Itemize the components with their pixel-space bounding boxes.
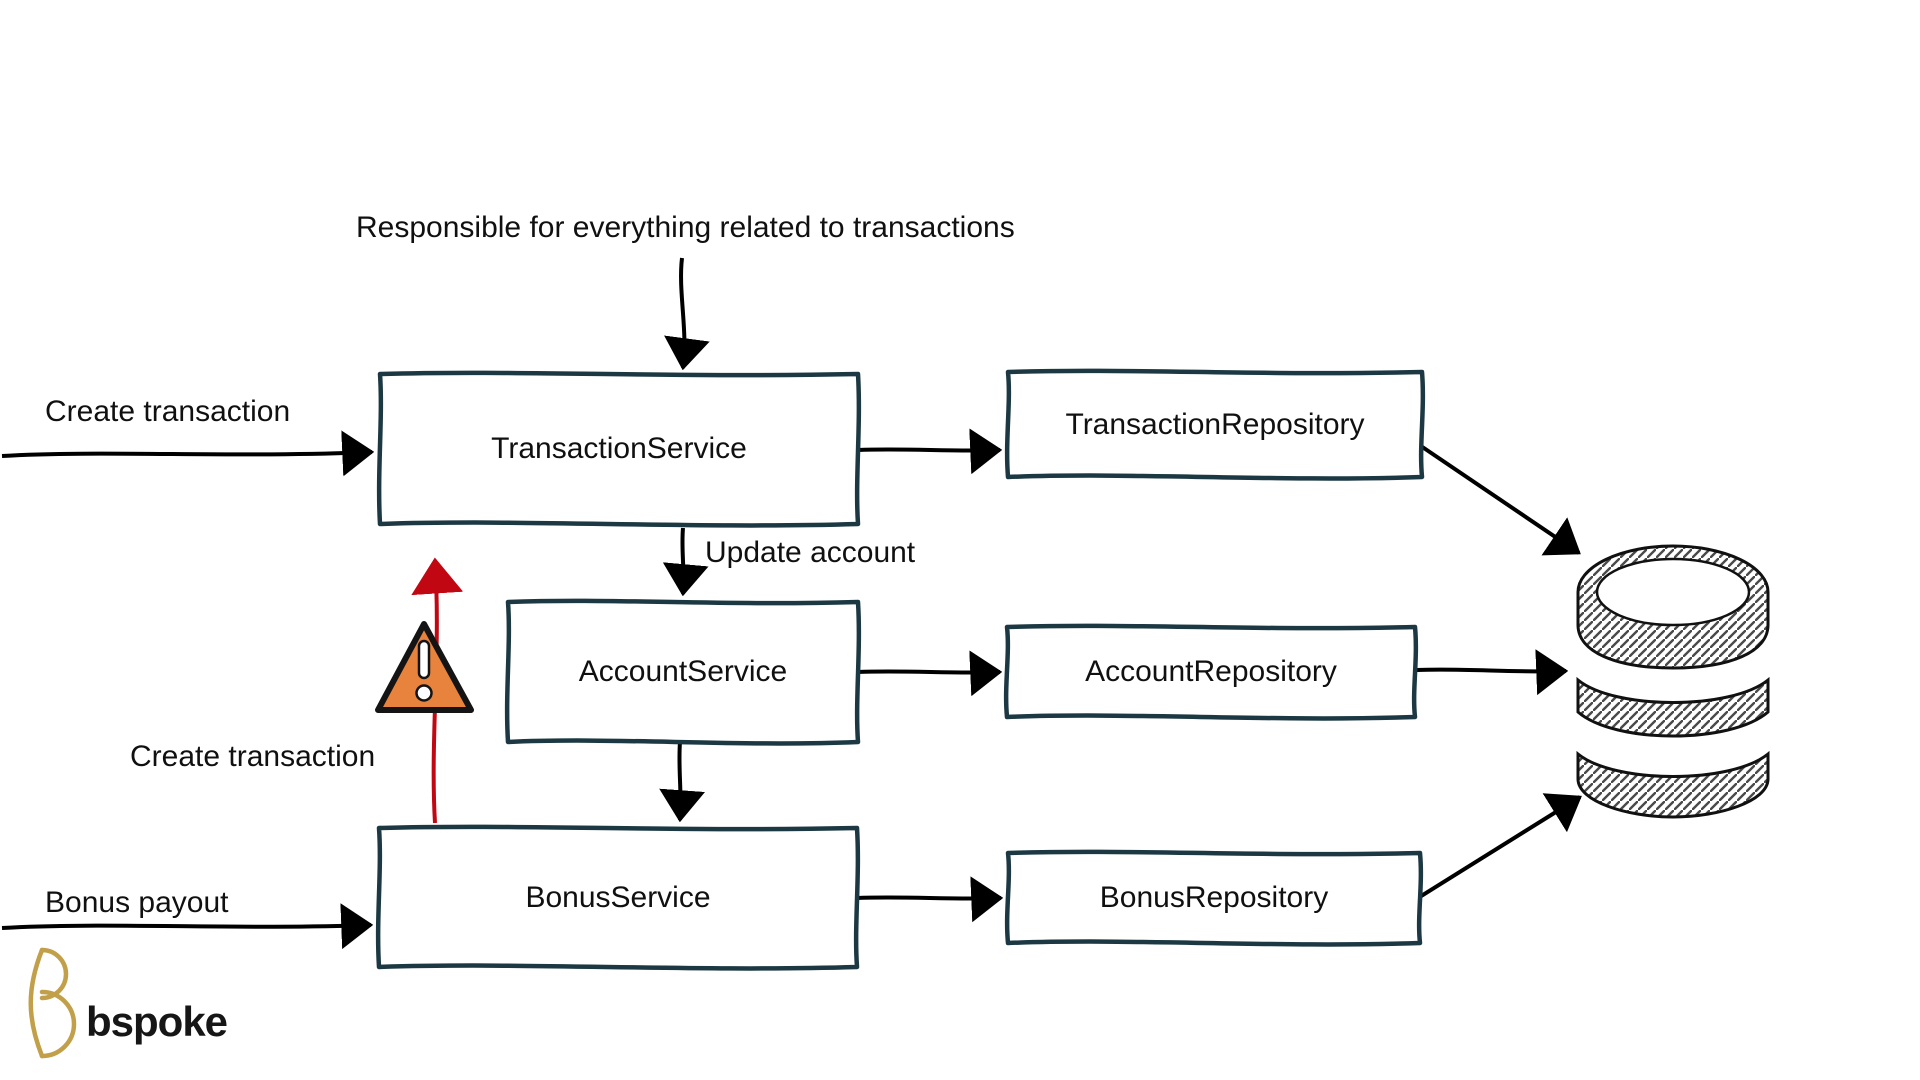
bonus-repository-box [1004,849,1424,947]
arrow-account-service-to-bonus-service [659,741,706,823]
warning-triangle-icon [375,621,474,713]
connector-arrows [1,257,1582,950]
edge-label-create-transaction: Create transaction [45,395,291,428]
arrow-create-transaction-in [1,430,375,477]
arrow-bonus-repository-to-database [1416,793,1582,900]
bspoke-logo-icon [28,947,77,1059]
arrow-bonus-payout-in [1,903,374,950]
arrow-account-service-to-repository [857,650,1003,697]
bonus-service-box [375,824,861,971]
edge-label-bonus-create-transaction: Create transaction [130,740,376,773]
arrow-annotation-to-transaction-service [664,257,710,371]
transaction-service-box [376,370,862,528]
database-cylinder-icon [1576,544,1770,819]
arrow-bonus-service-to-repository [856,876,1004,923]
arrow-update-account [662,527,709,597]
account-service-box [504,598,862,746]
edge-label-bonus-payout: Bonus payout [45,886,229,919]
arrow-transaction-service-to-repository [857,428,1003,475]
arrow-account-repository-to-database [1416,649,1569,696]
transaction-repository-box [1004,368,1426,481]
node-boxes [375,368,1426,971]
edge-label-update-account: Update account [705,536,916,569]
annotation-text: Responsible for everything related to tr… [356,211,1015,244]
arrow-transaction-repository-to-database [1410,438,1581,556]
account-repository-box [1003,623,1419,721]
bspoke-logo-wordmark: bspoke [86,998,228,1045]
